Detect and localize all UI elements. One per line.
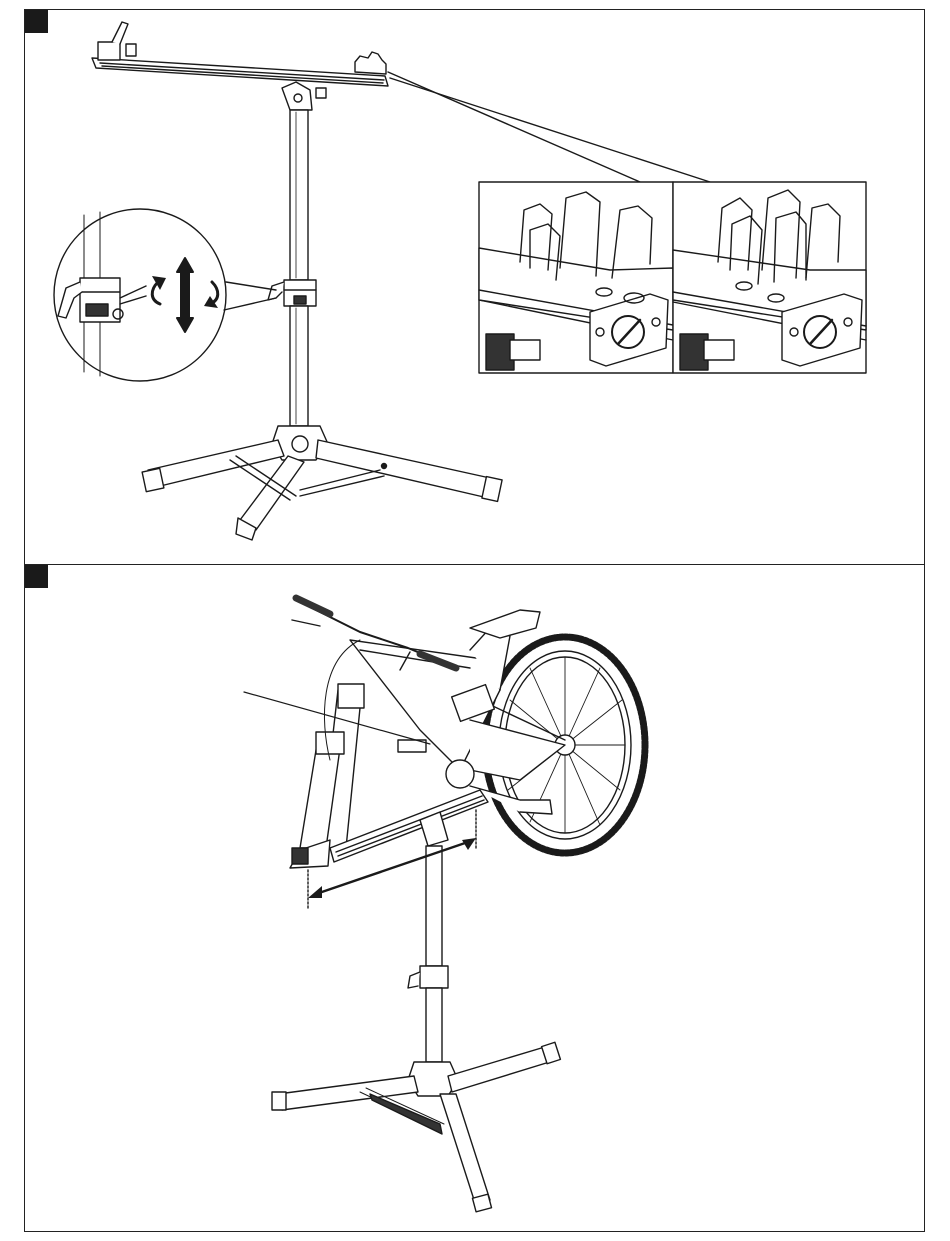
bike-mounted-on-stand [272,598,645,1212]
height-clamp-detail-circle [54,209,276,381]
fork-mount-detail-left [479,182,673,373]
fork-mount-detail-right [673,182,866,373]
